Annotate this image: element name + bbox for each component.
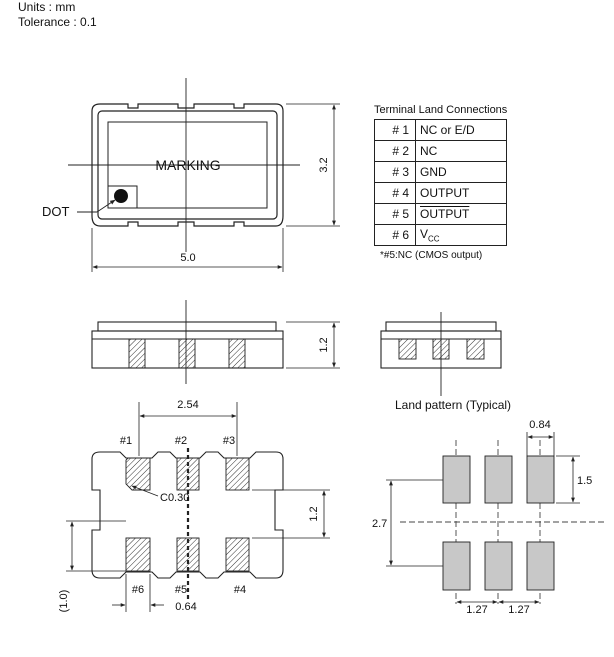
- terminal-pin-number: # 3: [374, 161, 416, 183]
- land-pad-width-dimension-value: 0.84: [529, 419, 550, 431]
- terminal-pin-number: # 2: [374, 140, 416, 162]
- marking-text: MARKING: [155, 157, 220, 173]
- land-pad-height-dimension-value: 1.5: [577, 475, 592, 487]
- terminal-table-title: Terminal Land Connections: [374, 104, 508, 116]
- pad-label-1: #1: [120, 435, 132, 447]
- pad-length-dimension-value: (1.0): [58, 590, 70, 613]
- terminal-pin-number: # 6: [374, 224, 416, 246]
- top-view: MARKING DOT 5.0 3.2: [42, 78, 340, 272]
- terminal-row: # 4 OUTPUT: [374, 182, 507, 204]
- terminal-note: *#5:NC (CMOS output): [380, 250, 483, 261]
- side-view-long: 1.2: [91, 300, 340, 384]
- pin1-dot: [114, 189, 128, 203]
- pad-label-4: #4: [234, 584, 246, 596]
- bottom-view: 2.54 #1 #2 #3 C0.30 1.2 (1.0) #6 #5 #4: [58, 399, 330, 613]
- height-dimension-value: 3.2: [318, 157, 330, 172]
- side-pad-1: [128, 338, 146, 369]
- width-dimension-value: 5.0: [180, 252, 195, 264]
- terminal-pin-number: # 5: [374, 203, 416, 225]
- header: Units : mm Tolerance : 0.1: [18, 0, 97, 30]
- side-view-short: [380, 312, 502, 396]
- package-outline: [91, 103, 284, 227]
- pitch-dimension-value: 2.54: [177, 399, 198, 411]
- pad-2: [176, 457, 200, 491]
- side-pad-2: [178, 338, 196, 369]
- land-pattern: Land pattern (Typical) 0.84 1.5 2.7 1.27…: [372, 398, 606, 616]
- land-pad-5: [484, 541, 513, 591]
- terminal-pin-function: GND: [415, 161, 507, 183]
- dot-label: DOT: [42, 204, 70, 219]
- land-pattern-title: Land pattern (Typical): [395, 398, 511, 412]
- pad-label-6: #6: [132, 584, 144, 596]
- thickness-dimension-value: 1.2: [318, 337, 330, 352]
- land-pitch-left-dimension-value: 1.27: [466, 604, 487, 616]
- chamfer-dimension-value: C0.30: [160, 492, 189, 504]
- terminal-pin-function-text: GND: [420, 165, 447, 179]
- bottom-outline: [91, 451, 284, 579]
- side-lid: [97, 321, 277, 332]
- terminal-pin-function-subscript: CC: [428, 234, 440, 244]
- terminal-pin-function: VCC: [415, 224, 507, 246]
- pad-3: [225, 457, 250, 491]
- land-row-span-dimension-value: 2.7: [372, 518, 387, 530]
- pad-label-2: #2: [175, 435, 187, 447]
- pad-label-3: #3: [223, 435, 235, 447]
- terminal-pin-number: # 1: [374, 119, 416, 141]
- land-pitch-right-dimension-value: 1.27: [508, 604, 529, 616]
- pad-6: [125, 537, 151, 572]
- land-pad-4: [526, 541, 555, 591]
- units-label: Units : mm: [18, 0, 76, 14]
- terminal-row: # 5 OUTPUT: [374, 203, 507, 225]
- terminal-pin-function: OUTPUT: [415, 182, 507, 204]
- terminal-pin-function-text: NC: [420, 144, 438, 158]
- terminal-pin-function: NC: [415, 140, 507, 162]
- terminal-pin-function: OUTPUT: [415, 203, 507, 225]
- terminal-pin-function: NC or E/D: [415, 119, 507, 141]
- row-gap-dimension-value: 1.2: [308, 506, 320, 521]
- land-pad-3: [526, 455, 555, 504]
- terminal-pin-function-text: OUTPUT: [420, 186, 470, 200]
- terminal-pin-function-text: OUTPUT: [420, 207, 470, 221]
- terminal-row: # 2 NC: [374, 140, 507, 162]
- terminal-row: # 3 GND: [374, 161, 507, 183]
- pad-1: [125, 457, 151, 491]
- land-pad-2: [484, 455, 513, 504]
- pad-width-dimension-value: 0.64: [175, 601, 196, 613]
- pad-5: [176, 537, 200, 572]
- terminal-table: # 1 NC or E/D # 2 NC # 3 GND # 4 OUTPUT # 5 OUTPU…: [374, 119, 507, 246]
- terminal-pin-number: # 4: [374, 182, 416, 204]
- terminal-row: # 1 NC or E/D: [374, 119, 507, 141]
- marking-area: [107, 121, 268, 209]
- pad-label-5: #5: [175, 584, 187, 596]
- terminal-pin-function-text: V: [420, 226, 429, 241]
- land-pad-1: [442, 455, 471, 504]
- tolerance-label: Tolerance : 0.1: [18, 15, 97, 29]
- pad-4: [225, 537, 250, 572]
- side-pad-3: [228, 338, 246, 369]
- land-pad-6: [442, 541, 471, 591]
- package-lid: [97, 110, 278, 220]
- terminal-pin-function-text: NC or E/D: [420, 123, 475, 137]
